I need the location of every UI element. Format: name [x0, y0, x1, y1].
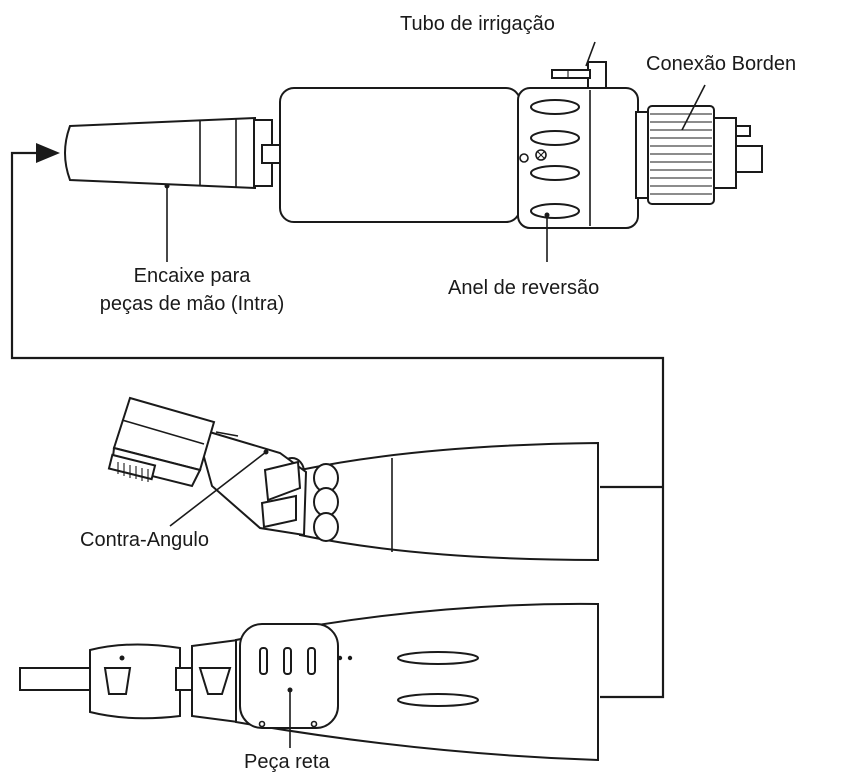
arrow-head-icon [36, 143, 60, 163]
contra-angle-label: Contra-Angulo [80, 529, 209, 551]
contra-angle-leader [169, 451, 267, 527]
micromotor [64, 61, 763, 229]
irrigation-tube [551, 61, 607, 89]
handpiece-fitting-label-line2: peças de mão (Intra) [99, 293, 285, 315]
straight-piece-label: Peça reta [244, 751, 330, 773]
borden-leader [681, 84, 706, 131]
irrigation-tube-label: Tubo de irrigação [400, 13, 555, 35]
borden-connection [635, 105, 763, 205]
straight-handpiece [19, 602, 599, 762]
connection-arrow [10, 143, 665, 699]
handpiece-fitting-label-line1: Encaixe para [133, 265, 251, 287]
reversal-ring [517, 87, 639, 229]
borden-connection-label: Conexão Borden [646, 53, 797, 75]
irrigation-tube-leader [585, 41, 596, 67]
motor-body [279, 87, 521, 223]
reversal-ring-label: Anel de reversão [448, 277, 600, 299]
handpiece-fitting [64, 116, 285, 190]
contra-angle-handpiece [107, 396, 599, 562]
handpiece-fitting-label: Encaixe para peças de mão (Intra) [82, 264, 302, 316]
